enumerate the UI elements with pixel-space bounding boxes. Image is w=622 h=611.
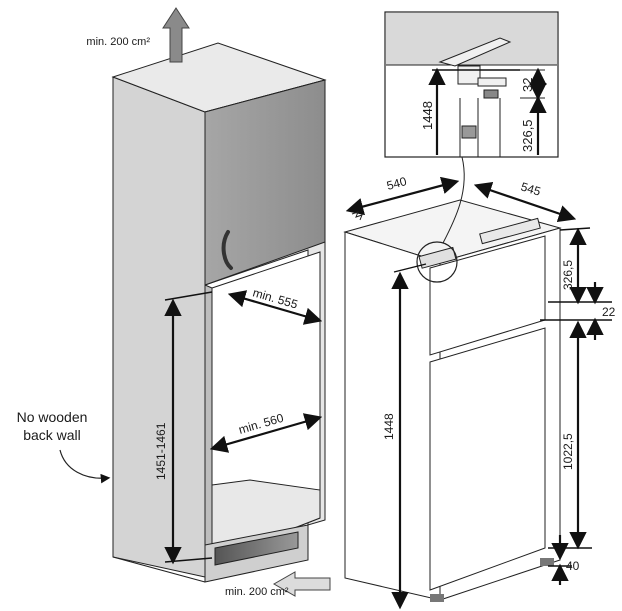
fridge-width-label: 540 [385,174,408,193]
refrigerator [343,199,562,602]
detail-height-label: 1448 [420,101,435,130]
detail-section-label: 326,5 [520,119,535,152]
fridge-height-label: 1448 [382,413,396,440]
hinge-detail-inset [384,11,559,158]
top-rail [479,217,541,245]
fridge-height-dimension [391,263,427,610]
niche-inner-side [204,284,213,578]
base-height-dimension [548,535,572,585]
no-back-wall-label-line2: back wall [23,427,81,443]
fridge-foot-left [430,594,444,602]
fridge-foot-right [540,558,554,566]
detail-top-label: 32 [520,78,535,92]
upper-section-label: 326,5 [561,260,575,290]
fridge-door [429,327,546,591]
niche-height-label: 1451-1461 [154,422,168,480]
cabinet-side-panel [112,76,206,578]
base-height-label: 40 [566,559,580,573]
fridge-width-dimension [345,176,460,221]
cabinet [111,42,327,583]
detail-height-dimension [428,67,520,155]
lower-section-label: 1022,5 [561,433,575,470]
top-vent-label: min. 200 cm² [86,36,150,48]
door-handle [221,230,233,270]
hinge-detail-circle [416,241,458,283]
top-vent-arrow-icon [162,7,190,63]
niche-depth-dimension [227,290,323,325]
detail-connector [442,156,465,244]
gap-label: 22 [602,305,616,319]
bottom-vent-label: min. 200 cm² [225,586,289,598]
niche-width-dimension [209,413,323,453]
cabinet-upper-door [204,79,326,286]
detail-top-dimension [520,67,547,155]
no-back-wall-pointer [59,449,111,484]
gap-dimension [540,282,612,340]
top-hinge [418,246,457,269]
bottom-vent-arrow-icon [272,571,331,597]
fridge-depth-dimension [473,181,577,223]
niche-height-dimension [164,291,213,565]
fridge-depth-label: 545 [519,179,543,198]
bottom-vent-grille [214,531,299,566]
no-back-wall-label-line1: No wooden [17,409,88,425]
